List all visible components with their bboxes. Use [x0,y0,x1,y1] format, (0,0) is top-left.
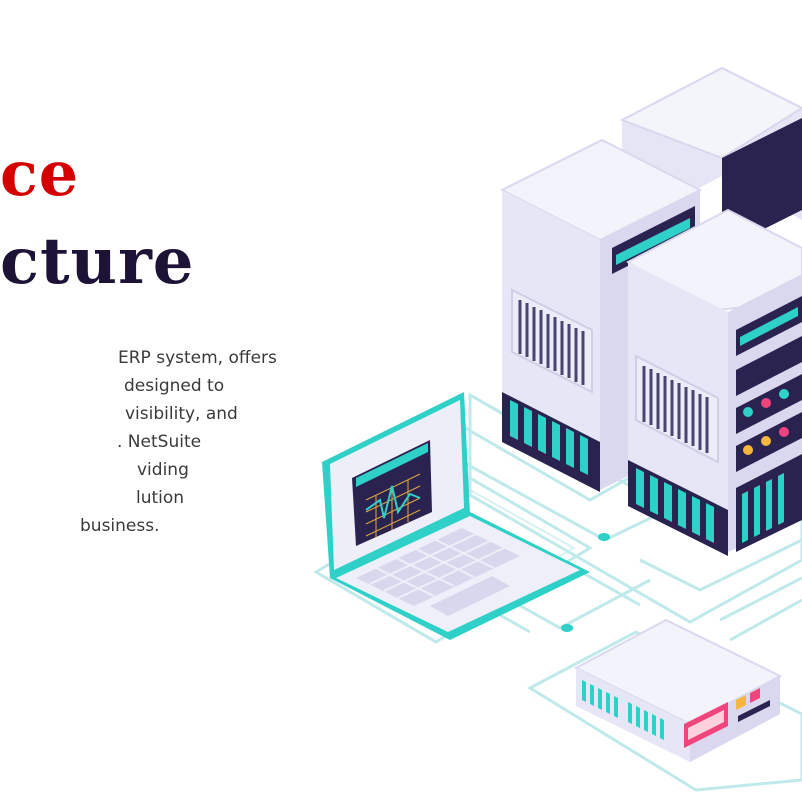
description-line: . NetSuite [117,432,202,452]
network-device [526,618,802,792]
description-paragraph: ERP system, offers designed to visibilit… [0,344,277,540]
description-line: visibility, and [125,404,238,424]
description-line: designed to [124,376,225,396]
heading-line-1: ce [0,137,80,210]
circuit-nodes [561,533,610,632]
description-line: business. [80,516,160,536]
description-line: ERP system, offers [118,348,277,368]
description-line: viding [137,460,189,480]
heading-line-2: cture [0,224,195,299]
server-tower-front [626,208,802,556]
description-line: lution [136,488,185,508]
laptop [322,392,590,640]
